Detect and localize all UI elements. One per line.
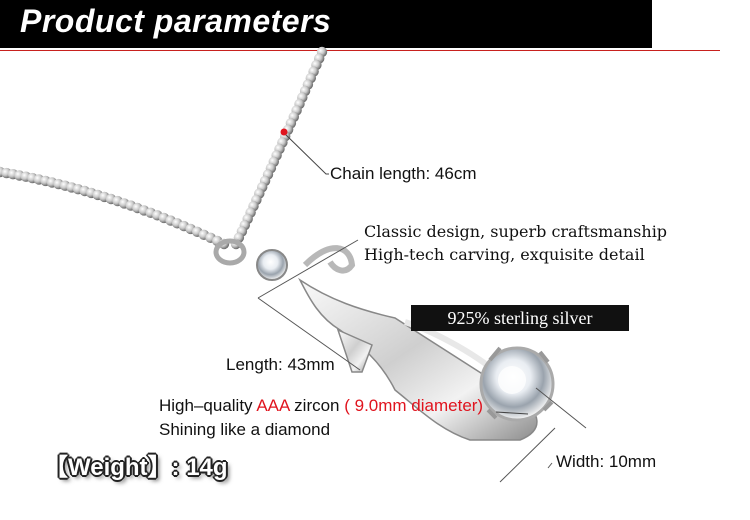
zircon-diameter: ( 9.0mm diameter) xyxy=(344,396,484,415)
jump-ring xyxy=(213,238,247,266)
zircon-grade: AAA xyxy=(256,396,290,415)
dim-line-width-b xyxy=(499,427,556,483)
chain-right xyxy=(230,46,328,250)
material-badge: 925% sterling silver xyxy=(411,305,629,331)
chain-length-label: Chain length: 46cm xyxy=(330,164,477,183)
zircon-label: High–quality AAA zircon ( 9.0mm diameter… xyxy=(159,396,483,416)
header-bar: Product parameters xyxy=(0,0,652,48)
zircon-mid: zircon xyxy=(289,396,345,415)
width-label: Width: 10mm xyxy=(556,452,657,471)
page-title: Product parameters xyxy=(20,3,332,39)
design-text-line1: Classic design, superb craftsmanship xyxy=(364,222,668,241)
length-label: Length: 43mm xyxy=(226,355,335,374)
shoe-pendant xyxy=(298,245,555,441)
small-stone xyxy=(256,249,288,281)
weight-label: 【Weight】: 14g xyxy=(44,454,228,481)
leader-zircon xyxy=(495,411,529,415)
dim-line-width-a xyxy=(535,387,587,429)
dim-line-top xyxy=(257,239,359,299)
chain-left xyxy=(0,166,230,250)
design-text-line2: High-tech carving, exquisite detail xyxy=(364,245,645,264)
dim-line-length xyxy=(257,297,361,371)
chain-marker-dot xyxy=(280,128,288,136)
header-divider xyxy=(0,50,720,51)
leader-chain xyxy=(283,132,329,175)
shine-label: Shining like a diamond xyxy=(159,420,331,439)
zircon-prefix: High–quality xyxy=(159,396,257,415)
